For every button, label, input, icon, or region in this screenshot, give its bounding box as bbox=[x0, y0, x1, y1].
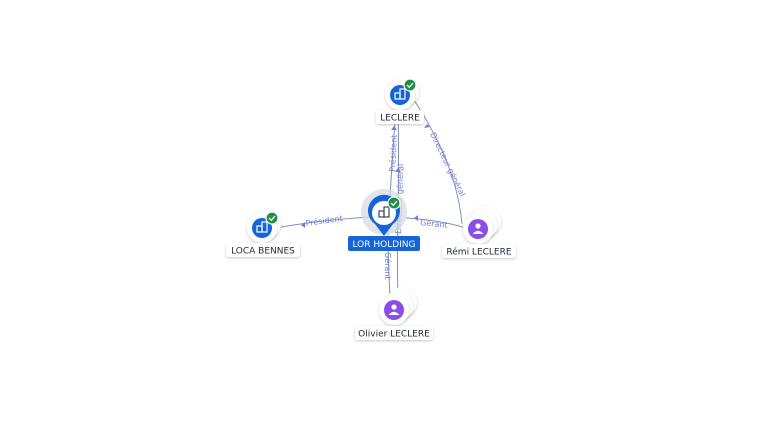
arrow-head bbox=[424, 124, 430, 128]
arrow-head bbox=[391, 126, 397, 130]
node-loca-bennes[interactable]: LOCA BENNES bbox=[226, 209, 300, 257]
person-circle bbox=[384, 300, 404, 320]
edge-label-remi-main: Gérant bbox=[420, 217, 448, 230]
check-icon bbox=[265, 211, 279, 225]
node-label-olivier-leclere: Olivier LECLERE bbox=[358, 330, 430, 340]
building-icon bbox=[256, 221, 268, 233]
node-lor-holding[interactable]: LOR HOLDING bbox=[348, 189, 420, 251]
check-icon bbox=[403, 78, 417, 92]
arrow-head bbox=[395, 168, 401, 172]
check-icon bbox=[387, 196, 401, 210]
node-label-loca-bennes: LOCA BENNES bbox=[231, 247, 295, 257]
edge-olivier-main bbox=[387, 229, 391, 297]
person-circle bbox=[468, 219, 488, 239]
edge-main-loca bbox=[275, 216, 371, 229]
main-node-badge bbox=[348, 236, 420, 251]
building-icon bbox=[378, 206, 390, 218]
node-label-lor-holding: LOR HOLDING bbox=[352, 240, 415, 250]
arrow-head bbox=[414, 215, 418, 221]
edge-label-remi-leclere: Directeur général bbox=[428, 130, 468, 197]
node-leclere[interactable]: LECLERE bbox=[376, 76, 424, 124]
edge-label-main-loca: Président bbox=[305, 213, 343, 228]
edge-label-olivier-main: Gérant bbox=[383, 252, 393, 280]
person-icon bbox=[388, 304, 400, 315]
person-icon bbox=[472, 223, 484, 234]
edge-label-main-leclere: Président bbox=[387, 134, 399, 172]
edge-arrows bbox=[301, 124, 430, 228]
node-remi-leclere[interactable]: Rémi LECLERE bbox=[442, 206, 516, 258]
building-icon bbox=[394, 88, 406, 100]
node-label-leclere: LECLERE bbox=[380, 114, 420, 124]
edge-remi-main bbox=[405, 217, 467, 229]
node-olivier-leclere[interactable]: Olivier LECLERE bbox=[355, 287, 433, 340]
node-label-remi-leclere: Rémi LECLERE bbox=[446, 247, 511, 258]
arrow-head bbox=[301, 222, 305, 228]
